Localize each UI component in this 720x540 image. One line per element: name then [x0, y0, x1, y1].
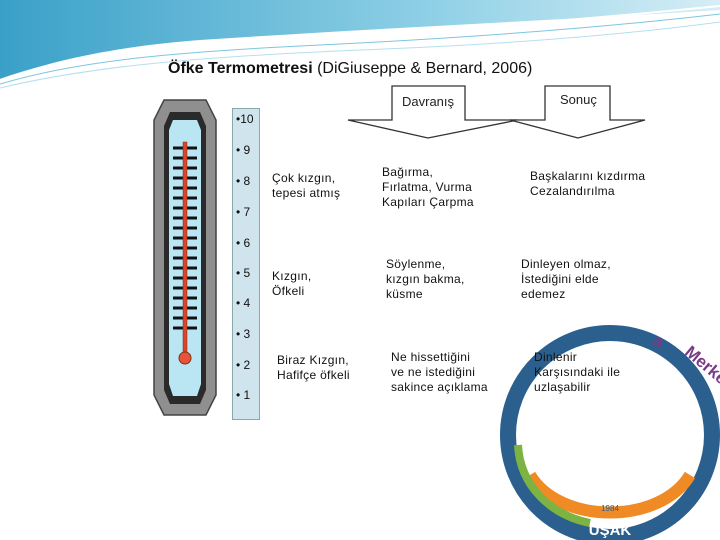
row-2-behavior-line: Söylenme, — [386, 257, 465, 272]
row-3-result-line: Karşısındaki ile — [534, 365, 620, 380]
row-1-level: Çok kızgın, tepesi atmış — [272, 171, 340, 201]
row-2-behavior-line: kızgın bakma, — [386, 272, 465, 287]
row-1-result-line: Cezalandırılma — [530, 184, 645, 199]
header-behavior: Davranış — [402, 94, 454, 109]
page-title: Öfke Termometresi (DiGiuseppe & Bernard,… — [168, 60, 532, 78]
row-2-behavior: Söylenme, kızgın bakma, küsme — [386, 257, 465, 302]
row-1-behavior: Bağırma, Fırlatma, Vurma Kapıları Çarpma — [382, 165, 474, 210]
row-2-result-line: İstediğini elde — [521, 272, 611, 287]
title-citation: (DiGiuseppe & Bernard, 2006) — [313, 60, 533, 77]
row-3-behavior-line: sakince açıklama — [391, 380, 488, 395]
row-1-level-line: Çok kızgın, — [272, 171, 340, 186]
scale-1: • 1 — [236, 388, 250, 402]
thermometer-scale: •10 • 9 • 8 • 7 • 6 • 5 • 4 • 3 • 2 • 1 — [232, 108, 260, 420]
row-3-result: Dinlenir Karşısındaki ile uzlaşabilir — [534, 350, 620, 395]
scale-3: • 3 — [236, 327, 250, 341]
scale-5: • 5 — [236, 266, 250, 280]
row-3-behavior-line: Ne hissettiğini — [391, 350, 488, 365]
row-1-behavior-line: Kapıları Çarpma — [382, 195, 474, 210]
header-result: Sonuç — [560, 92, 597, 107]
row-1-result: Başkalarını kızdırma Cezalandırılma — [530, 169, 645, 199]
row-2-level-line: Kızgın, — [272, 269, 311, 284]
scale-2: • 2 — [236, 358, 250, 372]
scale-8: • 8 — [236, 174, 250, 188]
row-2-level: Kızgın, Öfkeli — [272, 269, 311, 299]
row-2-result: Dinleyen olmaz, İstediğini elde edemez — [521, 257, 611, 302]
scale-9: • 9 — [236, 143, 250, 157]
row-3-level: Biraz Kızgın, Hafifçe öfkeli — [277, 353, 350, 383]
seal-year: 1984 — [601, 504, 619, 513]
scale-7: • 7 — [236, 205, 250, 219]
thermometer-icon — [150, 90, 220, 425]
row-3-level-line: Hafifçe öfkeli — [277, 368, 350, 383]
header-arrows — [340, 82, 660, 140]
row-3-behavior: Ne hissettiğini ve ne istediğini sakince… — [391, 350, 488, 395]
row-3-level-line: Biraz Kızgın, — [277, 353, 350, 368]
row-1-behavior-line: Fırlatma, Vurma — [382, 180, 474, 195]
scale-6: • 6 — [236, 236, 250, 250]
row-2-behavior-line: küsme — [386, 287, 465, 302]
row-3-result-line: uzlaşabilir — [534, 380, 620, 395]
row-1-behavior-line: Bağırma, — [382, 165, 474, 180]
seal-city: UŞAK — [589, 522, 632, 539]
title-main: Öfke Termometresi — [168, 60, 313, 77]
row-2-level-line: Öfkeli — [272, 284, 311, 299]
row-2-result-line: Dinleyen olmaz, — [521, 257, 611, 272]
scale-4: • 4 — [236, 296, 250, 310]
row-3-result-line: Dinlenir — [534, 350, 620, 365]
row-1-level-line: tepesi atmış — [272, 186, 340, 201]
scale-10: •10 — [236, 112, 254, 126]
row-1-result-line: Başkalarını kızdırma — [530, 169, 645, 184]
row-3-behavior-line: ve ne istediğini — [391, 365, 488, 380]
row-2-result-line: edemez — [521, 287, 611, 302]
